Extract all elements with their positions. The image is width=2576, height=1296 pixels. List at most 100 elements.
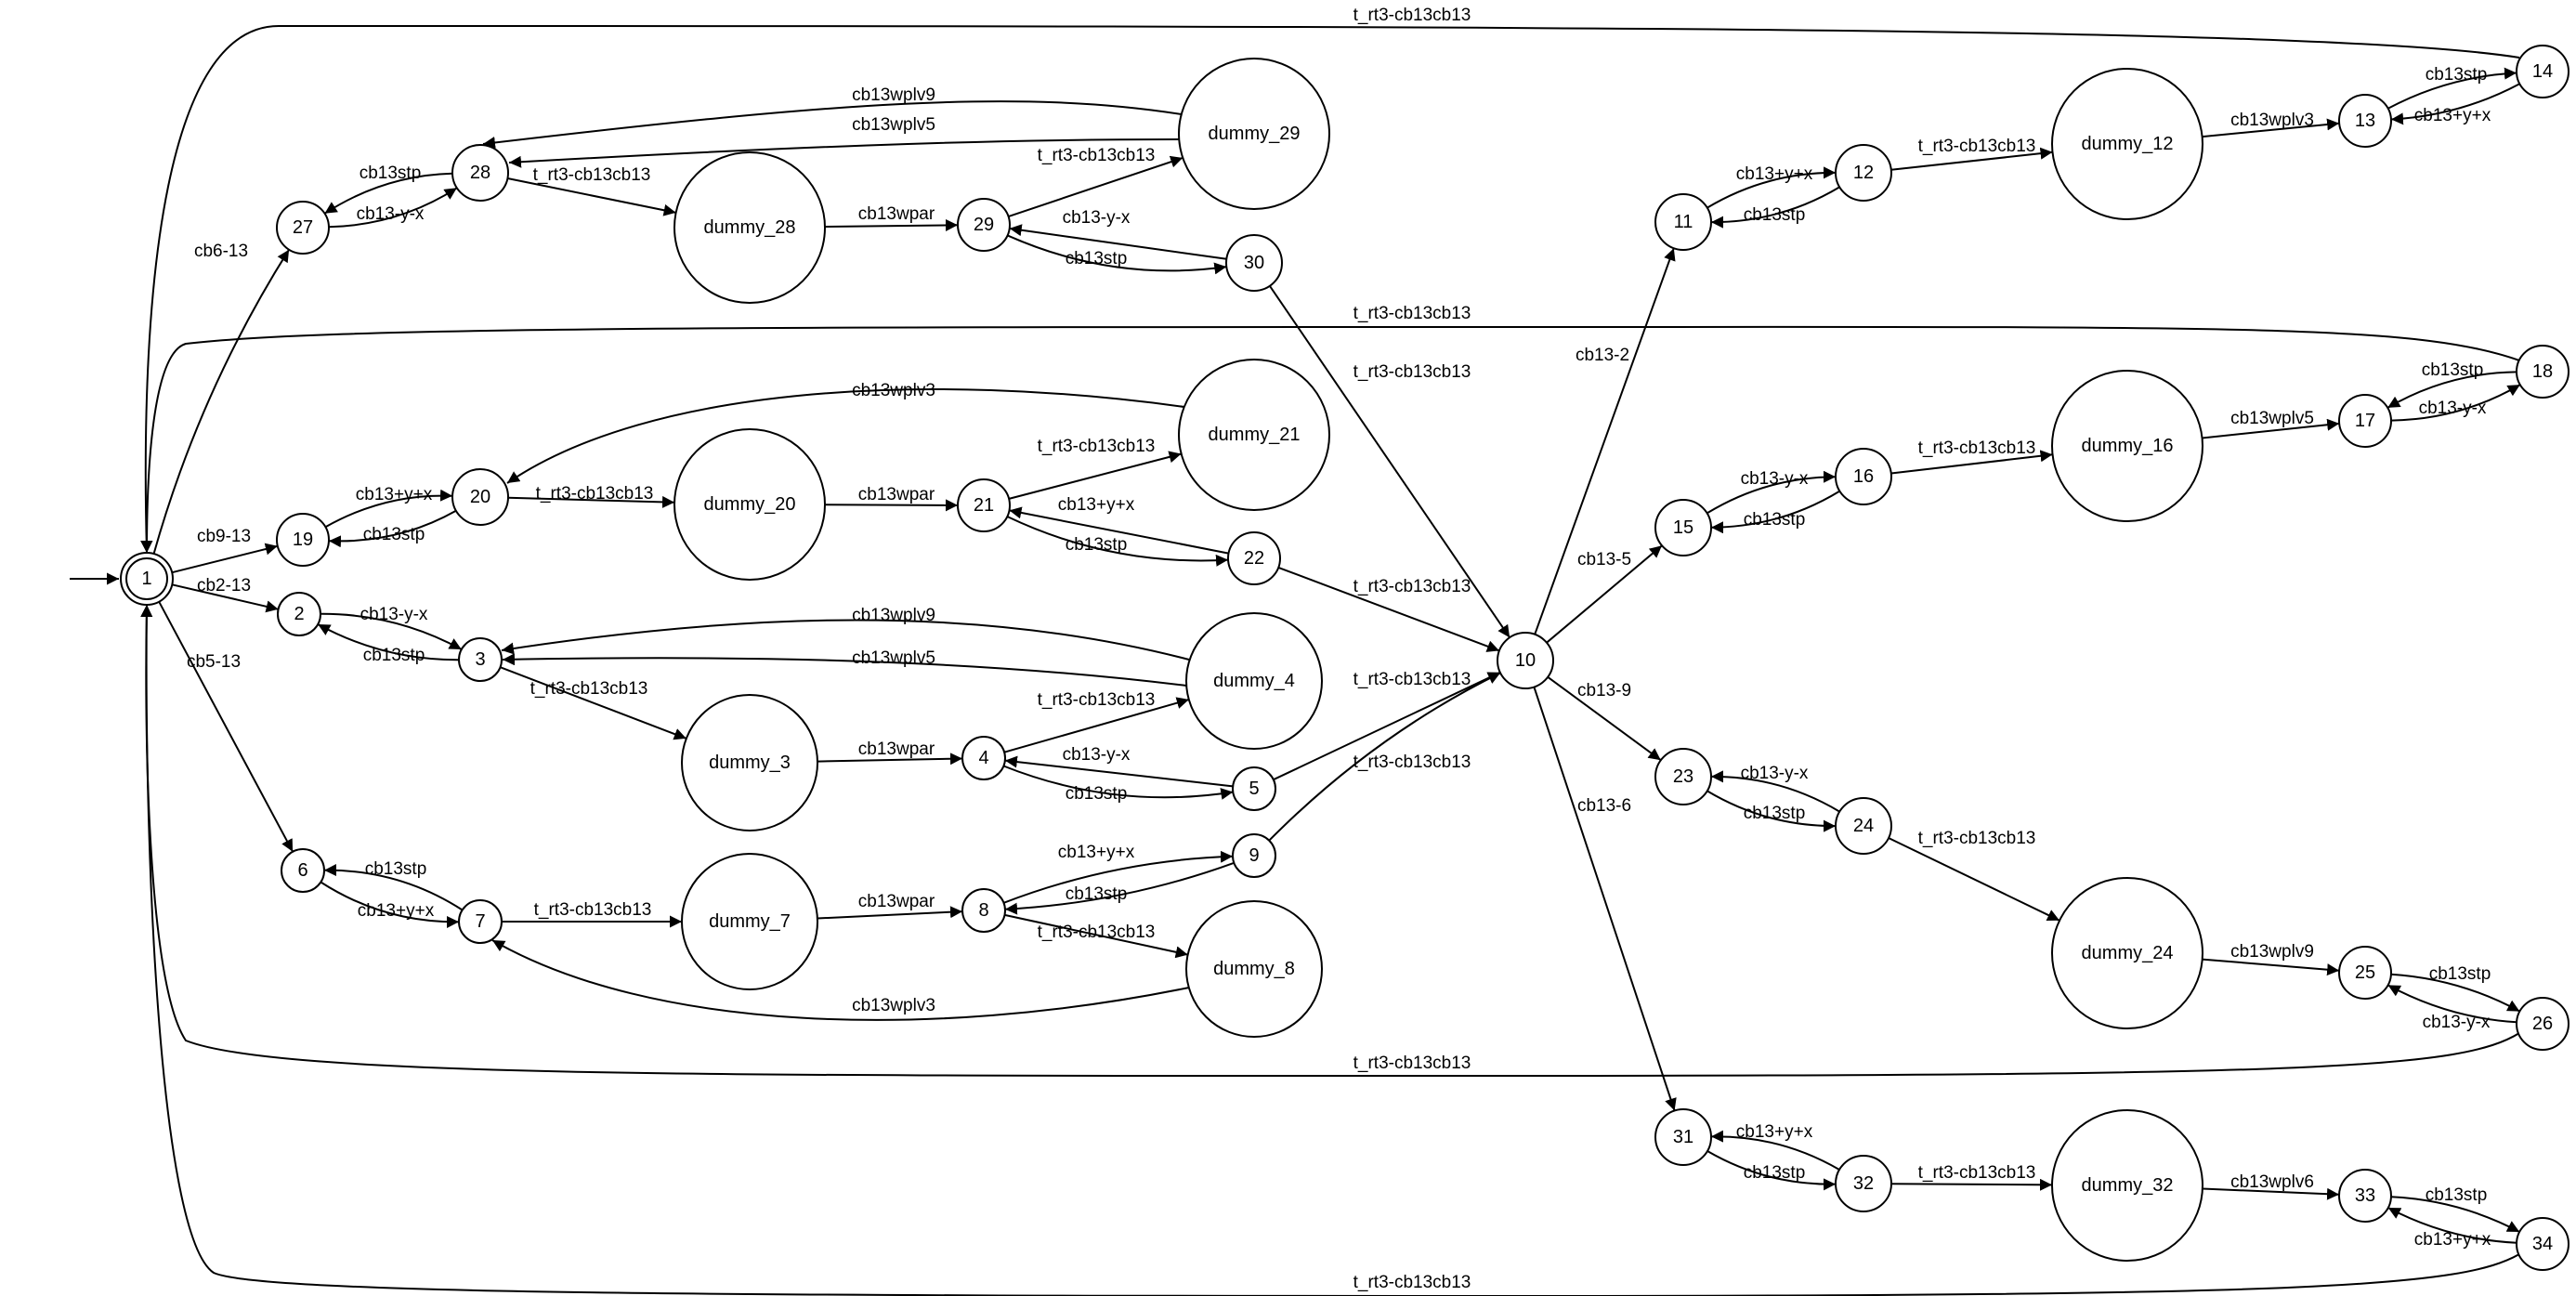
edge-1-to-19 xyxy=(171,543,279,574)
edge-9-to-8 xyxy=(1004,861,1235,915)
state-label-7: 7 xyxy=(475,911,485,932)
edge-29-to-dummy_29 xyxy=(1008,155,1183,218)
edge-11-to-12 xyxy=(1706,166,1837,209)
edge-22-to-10 xyxy=(1277,566,1500,652)
state-label-19: 19 xyxy=(293,530,313,550)
state-circle-dummy_7 xyxy=(681,853,818,990)
state-label-8: 8 xyxy=(978,900,988,921)
edge-14-to-13 xyxy=(2390,83,2520,125)
edge-label-23-to-24: cb13-y-x xyxy=(1741,764,1809,783)
edge-16-to-dummy_16 xyxy=(1890,450,2053,475)
state-label-4: 4 xyxy=(978,748,988,768)
state-node-26: 26 xyxy=(2516,997,2569,1051)
edge-label-28-to-dummy_28: t_rt3-cb13cb13 xyxy=(533,165,651,185)
edge-label-1-to-27: cb6-13 xyxy=(194,242,248,261)
state-node-10: 10 xyxy=(1497,632,1554,689)
edge-10-to-23 xyxy=(1547,675,1662,762)
edge-label-18-to-17: cb13-y-x xyxy=(2419,399,2487,418)
edge-label-14-to-13: cb13+y+x xyxy=(2414,106,2491,125)
state-node-dummy_21: dummy_21 xyxy=(1178,359,1330,511)
state-label-dummy_24: dummy_24 xyxy=(2082,943,2174,963)
state-circle-dummy_3 xyxy=(681,694,818,831)
state-node-3: 3 xyxy=(458,637,503,682)
state-label-21: 21 xyxy=(974,495,994,516)
state-node-dummy_4: dummy_4 xyxy=(1185,612,1323,750)
edge-label-1-to-2: cb2-13 xyxy=(197,576,251,596)
edge-label-10-to-11: cb13-2 xyxy=(1576,346,1629,365)
edge-26-to-1 xyxy=(140,604,2520,1078)
state-circle-2 xyxy=(277,592,321,636)
state-circle-23 xyxy=(1654,748,1712,805)
edge-label-32-to-dummy_32: t_rt3-cb13cb13 xyxy=(1918,1163,2036,1183)
state-circle-12 xyxy=(1835,144,1892,202)
state-circle-7 xyxy=(458,899,503,944)
state-label-dummy_28: dummy_28 xyxy=(704,217,796,238)
state-node-22: 22 xyxy=(1227,531,1281,585)
state-label-dummy_8: dummy_8 xyxy=(1213,959,1295,979)
state-circle-4 xyxy=(961,736,1006,780)
state-node-19: 19 xyxy=(276,513,330,567)
edge-label-5-to-4: cb13-y-x xyxy=(1063,745,1131,765)
edge-label-dummy_12-to-13: cb13wplv3 xyxy=(2230,111,2314,130)
edge-1-to-27 xyxy=(152,249,290,555)
state-circle-20 xyxy=(451,468,509,526)
edge-5-to-10 xyxy=(1273,671,1501,781)
edge-17-to-18 xyxy=(2390,384,2521,422)
edge-21-to-22 xyxy=(1006,516,1229,567)
state-circle-8 xyxy=(961,888,1006,933)
state-circle-dummy_12 xyxy=(2051,68,2203,220)
edge-label-10-to-15: cb13-5 xyxy=(1577,550,1631,569)
state-label-1: 1 xyxy=(141,569,151,589)
state-node-34: 34 xyxy=(2516,1217,2569,1271)
edge-label-18-to-1: t_rt3-cb13cb13 xyxy=(1353,304,1471,323)
edge-dummy_16-to-17 xyxy=(2202,418,2340,439)
edge-dummy_20-to-21 xyxy=(824,499,959,512)
state-label-23: 23 xyxy=(1673,766,1693,787)
edge-34-to-1 xyxy=(140,604,2520,1296)
edge-dummy_3-to-4 xyxy=(817,753,963,766)
edge-10-to-15 xyxy=(1546,544,1663,644)
edge-label-33-to-34: cb13stp xyxy=(2426,1185,2488,1205)
state-label-dummy_32: dummy_32 xyxy=(2082,1175,2174,1196)
edge-19-to-20 xyxy=(324,489,453,529)
state-circle-3 xyxy=(458,637,503,682)
state-node-7: 7 xyxy=(458,899,503,944)
state-circle-10 xyxy=(1497,632,1554,689)
edge-32-to-dummy_32 xyxy=(1890,1178,2053,1191)
state-node-9: 9 xyxy=(1232,833,1276,878)
edge-3-to-2 xyxy=(317,623,460,661)
edge-dummy_12-to-13 xyxy=(2202,118,2340,138)
state-circle-11 xyxy=(1654,193,1712,251)
state-circle-24 xyxy=(1835,797,1892,855)
edge-label-2-to-3: cb13-y-x xyxy=(360,605,428,624)
state-label-dummy_3: dummy_3 xyxy=(709,753,791,773)
state-circle-6 xyxy=(281,848,325,893)
edge-29-to-30 xyxy=(1007,234,1227,275)
edge-label-21-to-dummy_21: t_rt3-cb13cb13 xyxy=(1038,437,1156,456)
state-circle-9 xyxy=(1232,833,1276,878)
state-circle-21 xyxy=(957,478,1011,532)
edge-label-27-to-28: cb13-y-x xyxy=(357,204,425,224)
state-circle-28 xyxy=(451,144,509,202)
edge-label-26-to-1: t_rt3-cb13cb13 xyxy=(1353,1054,1471,1073)
edge-23-to-24 xyxy=(1706,790,1837,832)
state-node-33: 33 xyxy=(2338,1169,2392,1223)
state-node-20: 20 xyxy=(451,468,509,526)
state-label-20: 20 xyxy=(470,487,490,507)
state-node-dummy_29: dummy_29 xyxy=(1178,58,1330,210)
edge-22-to-21 xyxy=(1009,506,1229,555)
state-node-12: 12 xyxy=(1835,144,1892,202)
edge-34-to-33 xyxy=(2387,1207,2517,1244)
state-circle-18 xyxy=(2516,345,2569,399)
state-label-dummy_12: dummy_12 xyxy=(2082,134,2174,154)
state-label-18: 18 xyxy=(2532,361,2553,382)
edge-label-4-to-dummy_4: t_rt3-cb13cb13 xyxy=(1038,690,1156,710)
state-label-27: 27 xyxy=(293,217,313,238)
state-label-dummy_20: dummy_20 xyxy=(704,494,796,515)
state-node-dummy_7: dummy_7 xyxy=(681,853,818,990)
edge-25-to-26 xyxy=(2390,973,2520,1013)
edge-dummy_32-to-33 xyxy=(2202,1187,2340,1200)
edge-3-to-dummy_3 xyxy=(500,666,687,740)
state-node-18: 18 xyxy=(2516,345,2569,399)
